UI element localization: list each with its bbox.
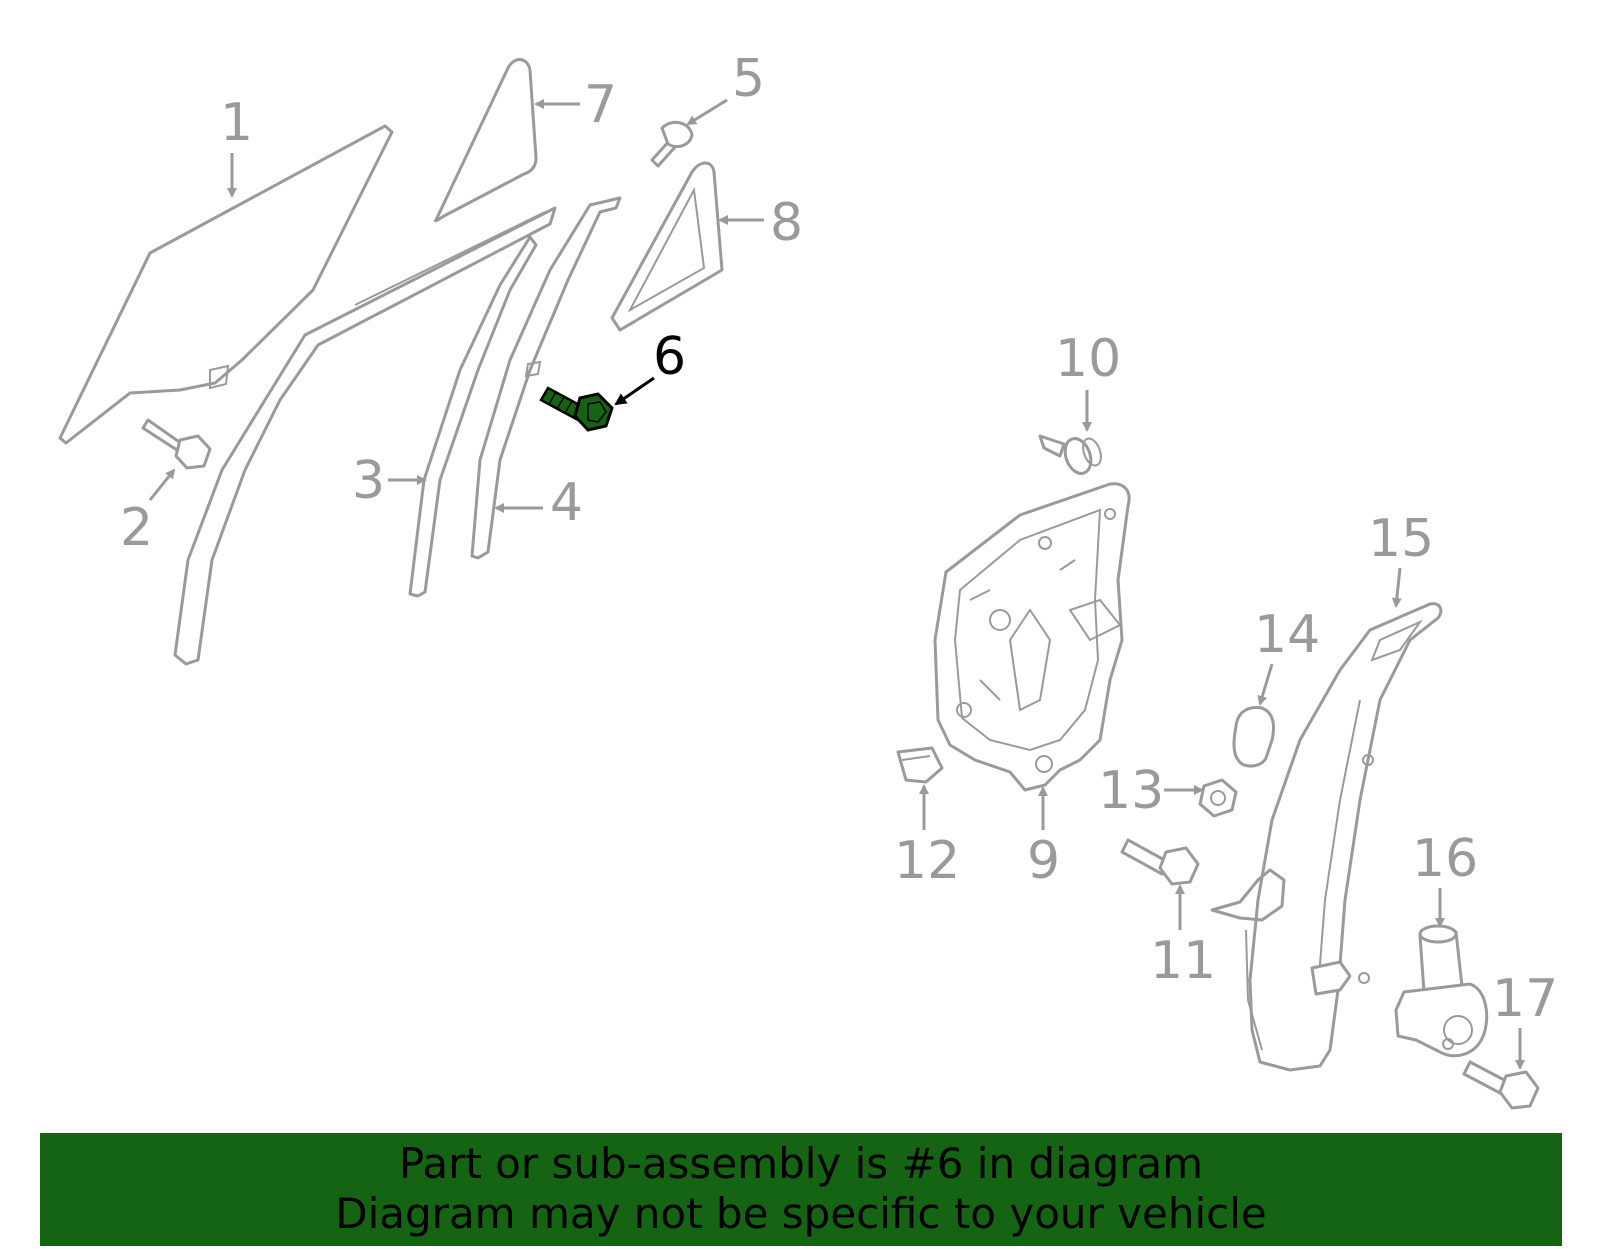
part-run-channel <box>173 206 557 666</box>
part-door-module-panel <box>933 482 1131 792</box>
callout-13: 13 <box>1098 761 1164 821</box>
callout-6-highlighted: 6 <box>653 327 686 387</box>
part-cap <box>1232 706 1276 768</box>
callout-17: 17 <box>1492 969 1558 1029</box>
callout-3: 3 <box>352 451 385 511</box>
exploded-parts-diagram: 1 2 3 4 5 6 7 8 9 10 11 12 13 14 15 16 1… <box>58 49 1558 1110</box>
info-banner: Part or sub-assembly is #6 in diagram Di… <box>40 1133 1562 1246</box>
part-sash-channel <box>470 196 622 560</box>
part-clip-10 <box>1038 434 1102 475</box>
part-bolt-6-highlighted <box>539 386 614 432</box>
callout-10: 10 <box>1055 329 1121 389</box>
callout-8: 8 <box>770 193 803 253</box>
part-nut-13 <box>1198 778 1238 818</box>
banner-line-disclaimer: Diagram may not be specific to your vehi… <box>335 1189 1267 1238</box>
callout-7: 7 <box>584 75 617 135</box>
callout-16: 16 <box>1412 829 1478 889</box>
callout-leaders <box>148 98 1525 1070</box>
part-quarter-seal <box>610 161 724 332</box>
part-regulator-motor <box>1394 924 1489 1058</box>
part-push-nut <box>896 746 944 784</box>
callout-2: 2 <box>120 498 153 558</box>
part-bolt-11 <box>1120 838 1200 886</box>
callout-12: 12 <box>894 831 960 891</box>
callout-1: 1 <box>220 93 253 153</box>
part-window-regulator <box>1210 602 1443 1072</box>
part-screw-5 <box>650 120 694 168</box>
part-door-glass <box>58 124 394 445</box>
callout-9: 9 <box>1027 831 1060 891</box>
callout-4: 4 <box>550 473 583 533</box>
part-quarter-glass <box>434 58 538 223</box>
part-bolt-2 <box>141 418 212 470</box>
callout-15: 15 <box>1368 509 1434 569</box>
callout-11: 11 <box>1150 931 1216 991</box>
callout-5: 5 <box>732 49 765 109</box>
callout-14: 14 <box>1254 605 1320 665</box>
banner-line-part-number: Part or sub-assembly is #6 in diagram <box>398 1139 1204 1188</box>
part-bolt-17 <box>1462 1060 1540 1110</box>
